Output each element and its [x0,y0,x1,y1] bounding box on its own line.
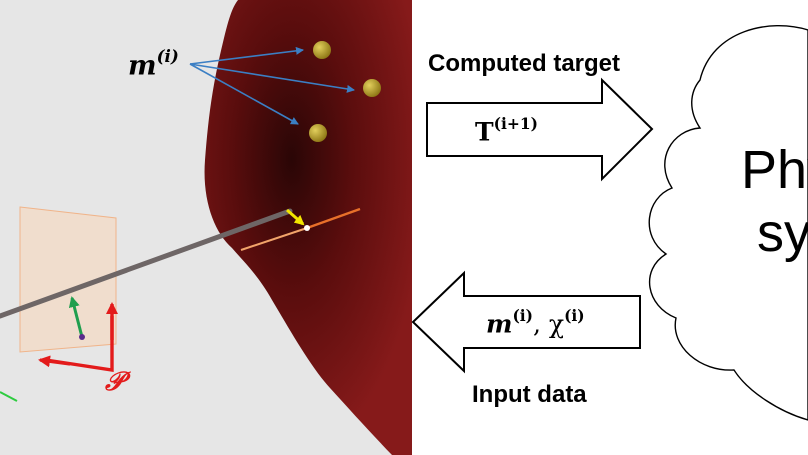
input-data-math: m(i), χ(i) [486,306,585,339]
marker-pointer-arrow [189,63,355,93]
plane-axis-left [38,355,71,368]
input-data-arrow [411,270,641,374]
marker-label-base: m [128,50,157,82]
plane-origin [79,334,85,340]
marker-label-sup: (i) [156,46,179,66]
marker-point [309,124,327,142]
target-point [304,225,310,231]
input-data-caption: Input data [472,381,587,408]
computed-target-caption: Computed target [428,50,620,77]
target-line [306,207,361,230]
chi-symbol: χ [548,309,565,339]
marker-superscript: (i) [512,306,534,325]
target-superscript: (i+1) [493,114,538,133]
chi-superscript: (i) [564,306,585,325]
normal-arrow [68,296,84,338]
computed-target-arrow [426,77,654,182]
needle [0,208,293,319]
image-plane [19,206,117,353]
computed-target-math: T(i+1) [475,114,538,147]
target-line [240,227,308,251]
tip-correction-arrow [286,208,305,226]
marker-symbol: m [486,309,513,339]
marker-pointer-arrow [189,46,304,65]
cloud-text-line2: sy [757,203,808,263]
plane-label: 𝒫 [105,367,124,397]
marker-point [313,41,331,59]
marker-point [363,79,381,97]
world-axis-fragment [0,391,18,402]
marker-label: m(i) [128,46,179,82]
target-symbol: T [475,117,494,147]
cloud-text-line1: Phy [741,140,808,200]
math-separator: , [533,309,549,339]
marker-pointer-arrow [189,63,299,125]
